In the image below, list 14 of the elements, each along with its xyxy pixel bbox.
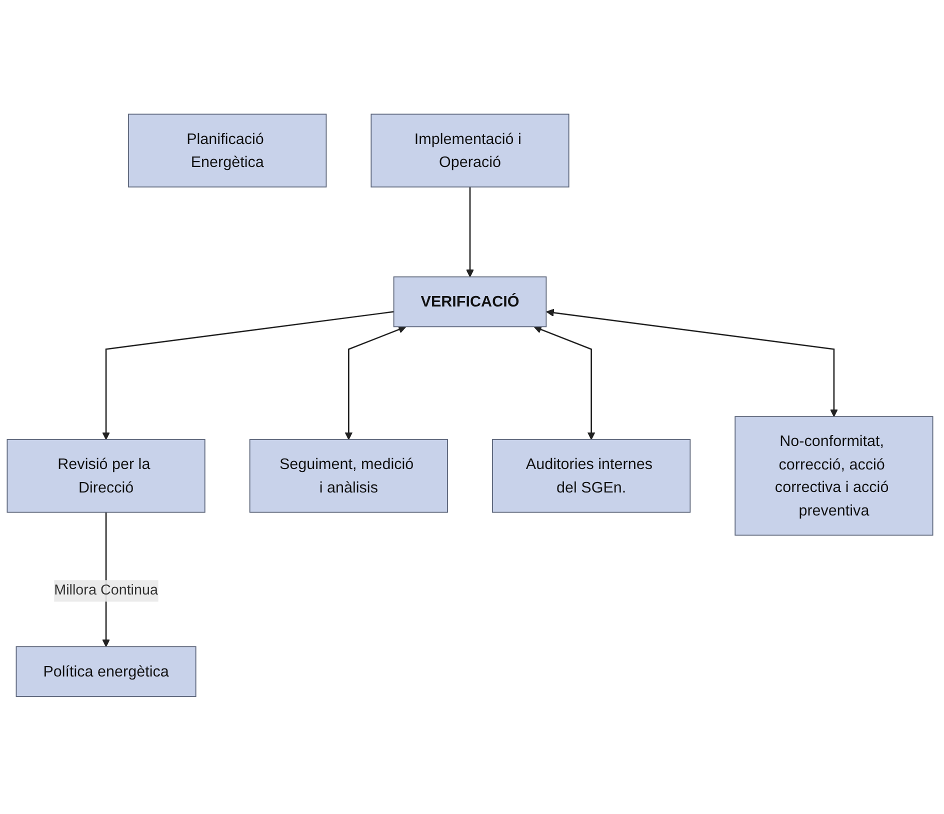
arrow [534,325,596,440]
node-box: Planificació Energètica [128,113,327,188]
node-box: No-conformitat, correcció, acció correctiva i acció preventiva [734,416,934,536]
node-box: Seguiment, medició i anàlisis [249,438,448,512]
arrow [344,325,406,440]
node-box: VERIFICACIÓ [393,276,547,327]
node-box: Revisió per la Direcció [6,438,206,512]
node-box: Implementació i Operació [370,113,570,188]
arrow [546,308,838,417]
arrow [102,310,394,440]
edge-label: Millora Continua [54,582,158,598]
arrow [466,186,474,277]
node-box: Auditories internes del SGEn. [492,438,691,512]
node-box: Política energètica [16,646,196,697]
